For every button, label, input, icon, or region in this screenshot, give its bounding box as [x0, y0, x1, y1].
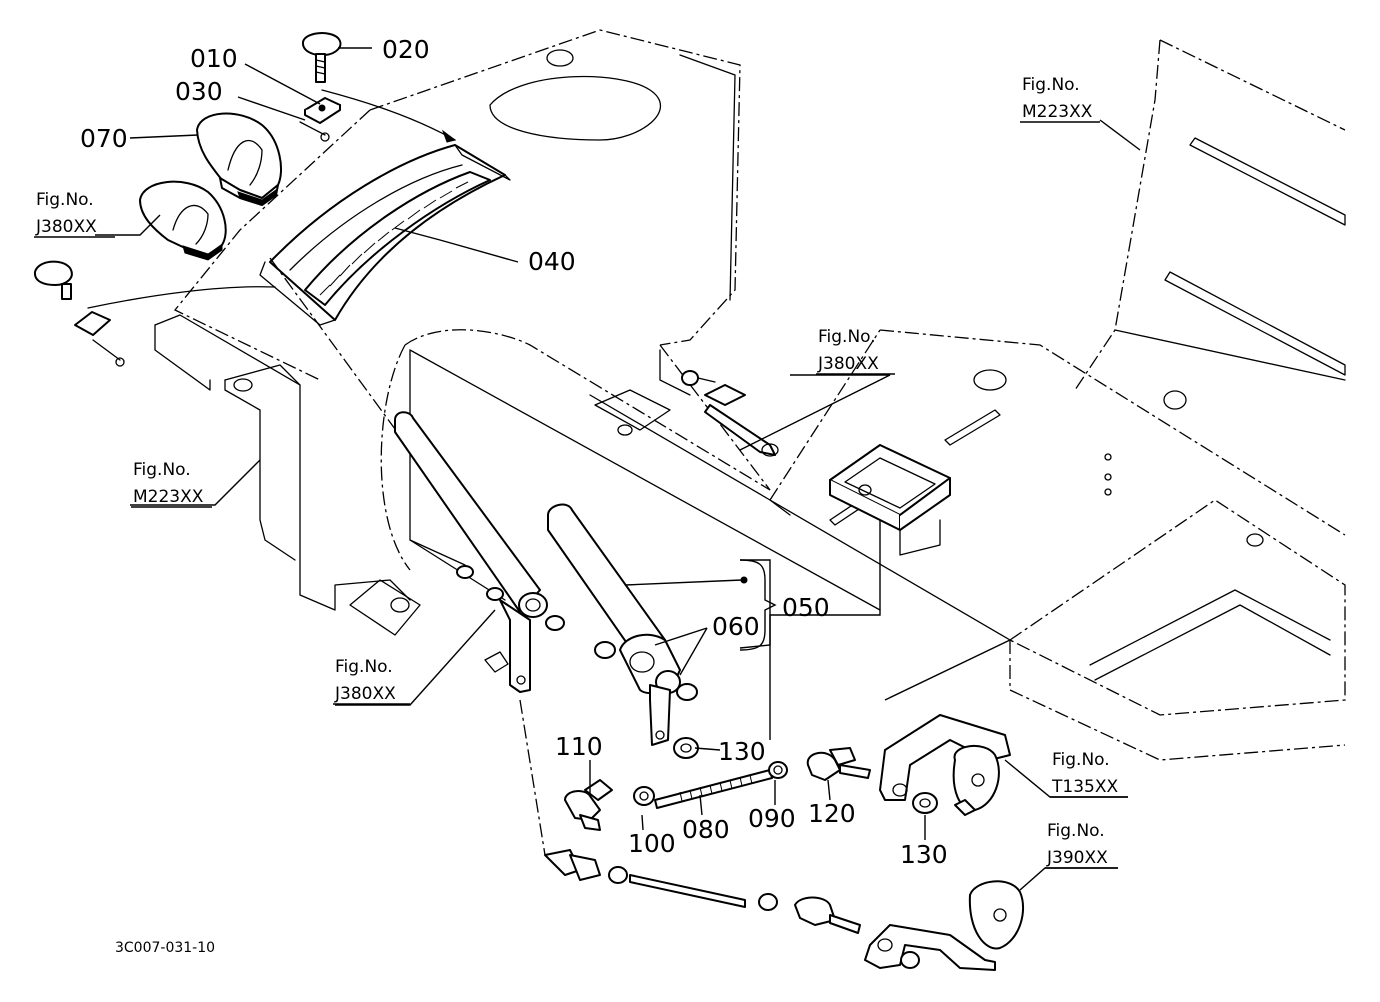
- lever-mounting-plate: [380, 329, 881, 611]
- second-lever-knob: [139, 180, 227, 261]
- callout-120: 120: [808, 799, 856, 828]
- fig-ref-t135-line2: T135XX: [1051, 777, 1118, 797]
- nut-100: [633, 786, 655, 806]
- fig-ref-m223-left-line1: Fig.No.: [133, 460, 191, 480]
- lever-cable-arrow: [441, 129, 457, 143]
- right-side-panel-outline: [1074, 39, 1346, 391]
- ball-joint-120: [806, 747, 871, 781]
- fig-ref-j390-line1: Fig.No.: [1047, 821, 1105, 841]
- figure-references: Fig.No. M223XX Fig.No. J380XX Fig.No. J3…: [34, 75, 1128, 869]
- fig-ref-j380-mid-line2: J380XX: [817, 354, 879, 374]
- fig-ref-j380-left-line1: Fig.No.: [36, 190, 94, 210]
- clamp-plate-010: [304, 97, 341, 124]
- left-fender-bracket: [154, 314, 421, 636]
- callout-010: 010: [190, 44, 238, 73]
- left-lever-arm: [394, 411, 548, 693]
- second-bolt-knob: [33, 260, 276, 367]
- callout-130-upper: 130: [718, 737, 766, 766]
- nut-090: [768, 761, 788, 779]
- fig-ref-j380-bottom-line2: J380XX: [334, 684, 396, 704]
- callout-020: 020: [382, 35, 430, 64]
- lever-socket-bracket: [829, 444, 951, 556]
- callout-090: 090: [748, 804, 796, 833]
- upper-console-cover: [173, 29, 741, 381]
- fig-ref-m223-top-line2: M223XX: [1022, 102, 1093, 122]
- fig-ref-j380-left-line2: J380XX: [35, 217, 97, 237]
- shift-lever-050: [545, 503, 698, 746]
- lock-pin-030: [299, 121, 330, 142]
- drawing-code: 3C007-031-10: [115, 940, 215, 956]
- callout-070: 070: [80, 124, 128, 153]
- hinge-bolt: [681, 370, 779, 457]
- callout-030: 030: [175, 77, 223, 106]
- callout-labels: 020 010 030 070 040 050 060 110 130 100 …: [80, 35, 948, 869]
- callout-060: 060: [712, 612, 760, 641]
- shift-lever-knob-070: [196, 112, 282, 206]
- lower-linkage-rod: [519, 699, 861, 934]
- fig-ref-j380-bottom-line1: Fig.No.: [335, 657, 393, 677]
- fig-ref-t135-line1: Fig.No.: [1052, 750, 1110, 770]
- shift-gate-plate: [259, 144, 511, 326]
- linkage-rod-080: [654, 769, 773, 809]
- floor-plate-outline: [769, 329, 1346, 761]
- control-arm-t135: [879, 714, 1011, 816]
- bolt-knob-020: [301, 32, 342, 83]
- fig-ref-j380-mid-line1: Fig.No.: [818, 327, 876, 347]
- callout-130-lower: 130: [900, 840, 948, 869]
- lever-cable: [321, 89, 456, 141]
- nut-130-upper: [673, 737, 699, 759]
- nut-130-lower: [912, 792, 938, 814]
- fig-ref-j390-line2: J390XX: [1046, 848, 1108, 868]
- fig-ref-m223-top-line1: Fig.No.: [1022, 75, 1080, 95]
- callout-100: 100: [628, 829, 676, 858]
- control-arm-j390: [864, 880, 1025, 971]
- callout-040: 040: [528, 247, 576, 276]
- callout-080: 080: [682, 815, 730, 844]
- ball-joint-110: [564, 779, 613, 831]
- callout-050-brace: [739, 559, 777, 651]
- fig-ref-m223-left-line2: M223XX: [133, 487, 204, 507]
- callout-050: 050: [782, 593, 830, 622]
- callout-110: 110: [555, 732, 603, 761]
